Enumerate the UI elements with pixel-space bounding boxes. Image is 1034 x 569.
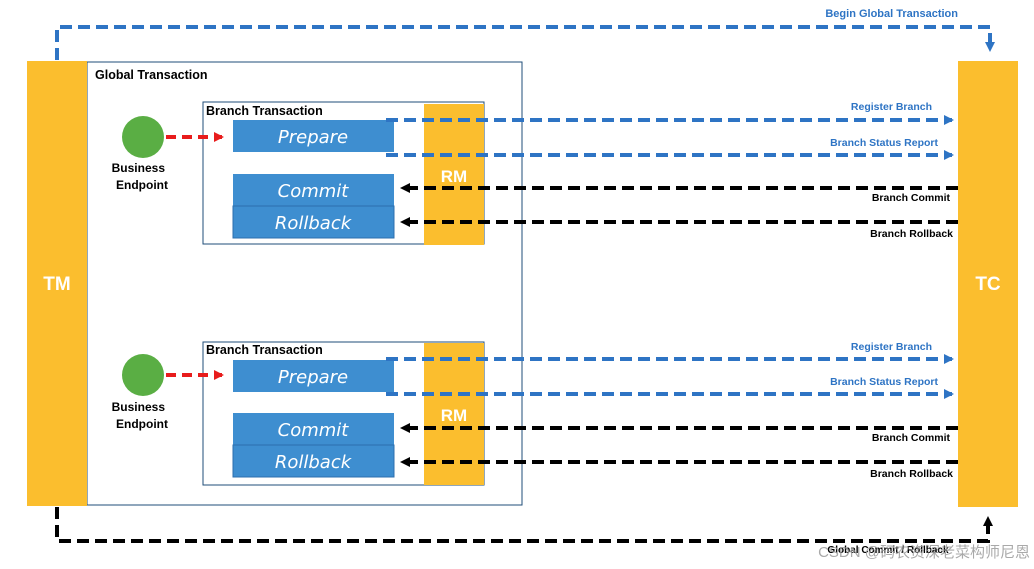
register-branch-label: Register Branch <box>851 341 932 353</box>
business-endpoint-line1: Business <box>112 161 166 175</box>
rollback-box <box>232 205 395 239</box>
rm-label: RM <box>441 167 467 186</box>
register-branch-label: Register Branch <box>851 101 932 113</box>
global-commit-rollback-arrow <box>55 507 993 543</box>
global-transaction-label: Global Transaction <box>95 68 208 82</box>
branch-status-report-label: Branch Status Report <box>830 376 938 388</box>
business-endpoint-line2: Endpoint <box>116 417 168 431</box>
business-endpoint-label: Business Endpoint <box>112 400 169 431</box>
business-endpoint-node <box>122 116 164 158</box>
global-commit-rollback-label: Global Commit / Rollback <box>827 545 949 556</box>
commit-label: Commit <box>278 181 350 202</box>
commit-box <box>233 174 394 206</box>
business-endpoint-line1: Business <box>112 400 166 414</box>
begin-global-transaction-label: Begin Global Transaction <box>825 8 958 20</box>
prepare-label: Prepare <box>278 367 348 388</box>
rollback-box <box>232 444 395 478</box>
tm-label: TM <box>43 274 70 295</box>
business-endpoint-node <box>122 354 164 396</box>
csdn-watermark: CSDN @码农资深老菜构师尼恩 <box>818 544 1030 561</box>
branch-group: Branch Transaction Business Endpoint Pre… <box>112 341 958 486</box>
business-endpoint-label: Business Endpoint <box>112 161 169 192</box>
branch-transaction-label: Branch Transaction <box>206 104 323 118</box>
branch-rollback-label: Branch Rollback <box>870 468 953 480</box>
branch-rollback-label: Branch Rollback <box>870 228 953 240</box>
branch-group: Branch Transaction Business Endpoint Pre… <box>112 101 958 245</box>
prepare-label: Prepare <box>278 127 348 148</box>
branch-commit-label: Branch Commit <box>872 432 951 444</box>
rm-label: RM <box>441 406 467 425</box>
commit-box <box>233 413 394 445</box>
rollback-label: Rollback <box>275 452 353 473</box>
tc-label: TC <box>975 274 1001 295</box>
prepare-box <box>233 120 394 152</box>
tc-block <box>958 61 1018 507</box>
begin-global-transaction-arrow <box>55 25 995 60</box>
branch-transaction-label: Branch Transaction <box>206 343 323 357</box>
branch-status-report-label: Branch Status Report <box>830 137 938 149</box>
branch-commit-label: Branch Commit <box>872 192 951 204</box>
tm-block <box>27 61 87 506</box>
prepare-box <box>233 360 394 392</box>
rollback-label: Rollback <box>275 213 353 234</box>
business-endpoint-line2: Endpoint <box>116 178 168 192</box>
commit-label: Commit <box>278 420 350 441</box>
